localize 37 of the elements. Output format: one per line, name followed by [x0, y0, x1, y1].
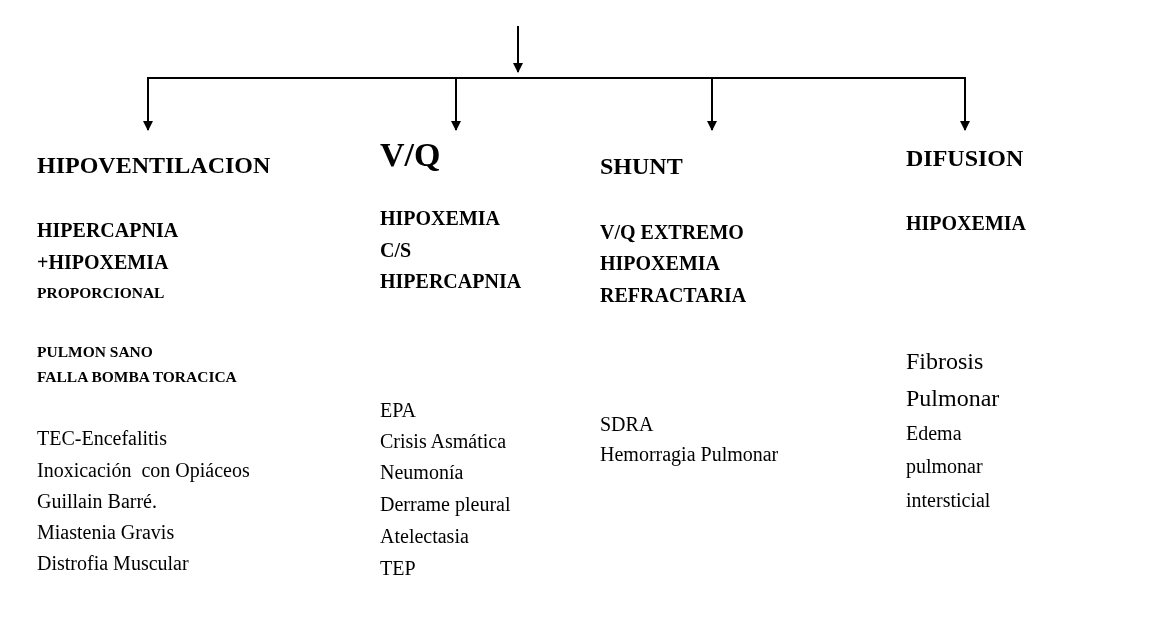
text-line: Miastenia Gravis	[37, 521, 175, 543]
text-line: HIPERCAPNIA	[37, 219, 179, 241]
text-line: pulmonar	[906, 455, 983, 477]
category-heading: SHUNT	[600, 152, 683, 180]
text-line: Hemorragia Pulmonar	[600, 443, 779, 465]
category-heading: HIPOVENTILACION	[37, 151, 271, 179]
text-line: Atelectasia	[380, 525, 469, 547]
text-line: Fibrosis	[906, 347, 984, 375]
text-line: HIPERCAPNIA	[380, 270, 522, 292]
text-line: +HIPOXEMIA	[37, 251, 169, 273]
text-line: Neumonía	[380, 461, 464, 483]
text-line: SDRA	[600, 413, 654, 435]
text-line: Crisis Asmática	[380, 430, 507, 452]
text-line: Inoxicación con Opiáceos	[37, 459, 250, 481]
connector-arrow	[451, 77, 519, 131]
text-line: TEP	[380, 557, 416, 579]
arrow	[513, 25, 523, 73]
text-line: V/Q EXTREMO	[600, 221, 744, 243]
text-line: HIPOXEMIA	[600, 252, 720, 274]
text-line: TEC-Encefalitis	[37, 427, 167, 449]
category-heading: DIFUSION	[906, 144, 1024, 172]
text-line: REFRACTARIA	[600, 284, 747, 306]
text-line: C/S	[380, 239, 412, 261]
text-line: Pulmonar	[906, 384, 1000, 412]
category-heading: V/Q	[380, 136, 441, 174]
text-line: FALLA BOMBA TORACICA	[37, 368, 237, 386]
text-line: HIPOXEMIA	[380, 207, 500, 229]
text-line: Distrofia Muscular	[37, 552, 189, 574]
text-line: intersticial	[906, 489, 991, 511]
text-line: Derrame pleural	[380, 493, 511, 515]
text-line: Guillain Barré.	[37, 490, 157, 512]
text-line: HIPOXEMIA	[906, 212, 1026, 234]
text-line: EPA	[380, 399, 416, 421]
text-line: Edema	[906, 422, 962, 444]
connector-arrow	[517, 77, 970, 131]
text-line: PROPORCIONAL	[37, 284, 165, 302]
text-line: PULMON SANO	[37, 343, 153, 361]
